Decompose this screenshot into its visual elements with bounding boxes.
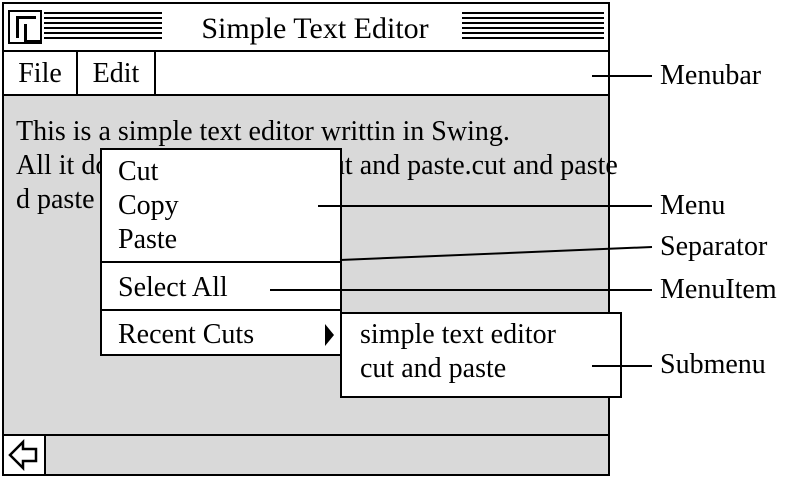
menu-item-cut[interactable]: Cut bbox=[118, 156, 159, 187]
title-bar-stripes-right bbox=[462, 12, 604, 42]
menu-separator bbox=[100, 261, 342, 263]
submenu-item[interactable]: simple text editor bbox=[360, 319, 556, 350]
label-menu: Menu bbox=[660, 190, 726, 221]
submenu-item[interactable]: cut and paste bbox=[360, 353, 507, 384]
horizontal-scrollbar[interactable] bbox=[4, 434, 608, 474]
menu-item-copy[interactable]: Copy bbox=[118, 190, 179, 221]
label-submenu: Submenu bbox=[660, 349, 766, 380]
menu-item-paste[interactable]: Paste bbox=[118, 224, 178, 255]
arrow-left-icon[interactable] bbox=[4, 436, 46, 474]
popup-menu bbox=[100, 148, 342, 356]
submenu bbox=[340, 312, 622, 398]
text-line: d paste bbox=[16, 184, 95, 215]
menu-item-recent-cuts[interactable]: Recent Cuts bbox=[118, 319, 255, 350]
menu-separator bbox=[100, 309, 342, 311]
text-line: This is a simple text editor writtin in … bbox=[16, 116, 510, 147]
window-title: Simple Text Editor bbox=[201, 12, 429, 45]
title-divider bbox=[4, 50, 608, 52]
close-box-icon[interactable] bbox=[8, 10, 42, 44]
title-bar-stripes-left bbox=[44, 12, 162, 42]
menu-edit[interactable]: Edit bbox=[78, 52, 156, 96]
label-menubar: Menubar bbox=[660, 60, 762, 91]
menu-item-select-all[interactable]: Select All bbox=[118, 272, 228, 303]
label-menuitem: MenuItem bbox=[660, 274, 777, 305]
menubar bbox=[4, 52, 608, 96]
triangle-right-icon bbox=[325, 324, 334, 346]
menu-file[interactable]: File bbox=[4, 52, 78, 96]
label-separator: Separator bbox=[660, 231, 768, 262]
